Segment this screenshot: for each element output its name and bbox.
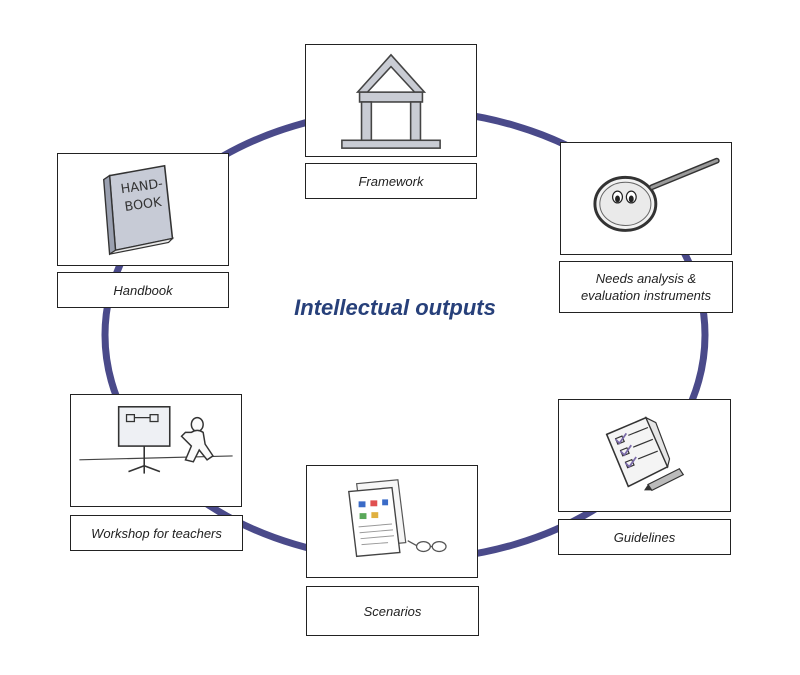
guidelines-image (558, 399, 731, 512)
workshop-label: Workshop for teachers (70, 515, 243, 551)
framework-label: Framework (305, 163, 477, 199)
house-frame-icon (341, 53, 441, 149)
svg-text:HAND-: HAND- (120, 177, 164, 198)
svg-text:BOOK: BOOK (124, 195, 163, 215)
checklist-pencil-icon (605, 416, 685, 492)
presentation-board-icon (79, 406, 233, 474)
handbook-icon: HAND- BOOK (102, 164, 175, 256)
scenario-sheets-icon (348, 479, 447, 558)
handbook-image: HAND- BOOK (57, 153, 229, 266)
framework-image (305, 44, 477, 157)
needs-analysis-image (560, 142, 732, 255)
guidelines-label: Guidelines (558, 519, 731, 555)
scenarios-image (306, 465, 478, 578)
handbook-label: Handbook (57, 272, 229, 308)
diagram-title: Intellectual outputs (294, 295, 496, 320)
magnifying-glass-icon (593, 157, 720, 232)
scenarios-label: Scenarios (306, 586, 479, 636)
needs-analysis-label: Needs analysis & evaluation instruments (559, 261, 733, 313)
workshop-image (70, 394, 242, 507)
